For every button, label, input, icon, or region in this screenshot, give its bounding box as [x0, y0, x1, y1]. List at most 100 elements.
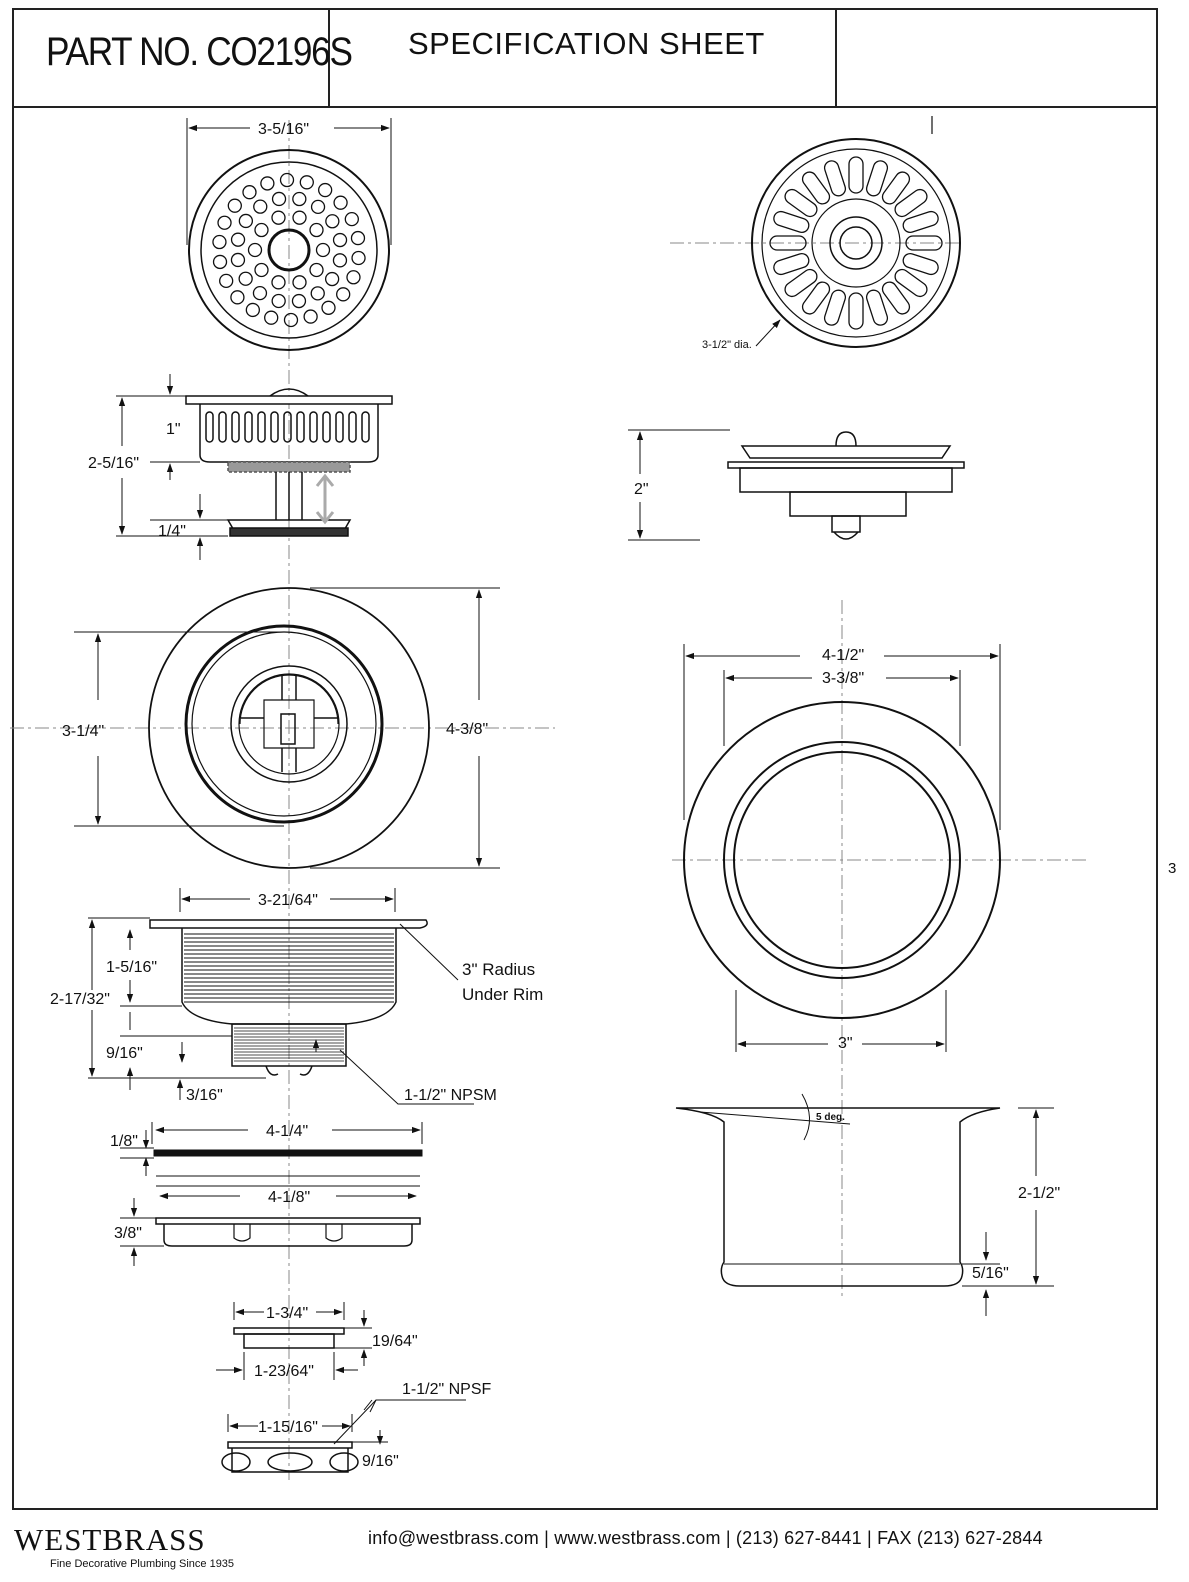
strainer-hole — [309, 262, 324, 278]
basket-slot — [270, 411, 279, 443]
nut-side-view — [216, 1302, 372, 1380]
strainer-hole — [247, 242, 263, 258]
part-number: PART NO. CO2196S — [46, 30, 353, 74]
strainer-hole — [238, 271, 253, 286]
dim-label: 3" — [838, 1035, 853, 1052]
brand-logo: WESTBRASS — [14, 1522, 206, 1557]
strainer-hole — [279, 172, 295, 188]
strainer-hole — [271, 293, 286, 309]
stopper-rib — [902, 252, 939, 276]
strainer-hole — [333, 195, 348, 210]
stopper-side-view — [727, 431, 965, 540]
center-lines — [10, 120, 1088, 1480]
strainer-hole — [303, 309, 318, 324]
strainer-hole — [252, 285, 268, 301]
strainer-hole — [271, 275, 286, 290]
basket-slot — [309, 411, 318, 443]
sheet-frame — [12, 8, 1158, 1510]
dim-label: 1-23/64" — [254, 1363, 314, 1380]
note-npsf: 1-1/2" NPSF — [402, 1381, 491, 1398]
stopper-rib — [823, 160, 847, 197]
dim-sleeve — [962, 1107, 1054, 1316]
strainer-hole — [271, 191, 287, 207]
dim-top-strainer-width: 3-5/16" — [186, 118, 392, 245]
flange-right-top-view — [683, 701, 1001, 1019]
strainer-hole — [242, 185, 257, 200]
strainer-hole — [212, 254, 228, 270]
sleeve-side-view — [675, 1093, 1001, 1287]
dim-label: 1-3/4" — [266, 1305, 308, 1322]
strainer-hole — [321, 300, 336, 315]
part-number-cell: PART NO. CO2196S — [12, 8, 353, 106]
strainer-hole — [344, 211, 359, 227]
page-number: 3 — [1168, 860, 1177, 877]
stopper-rib — [894, 268, 928, 298]
strainer-hole — [336, 287, 351, 302]
dim-label: 3-5/16" — [258, 121, 309, 138]
basket-slot — [257, 411, 266, 443]
dim-label: 2-5/16" — [88, 455, 139, 472]
stopper-rib — [905, 235, 943, 251]
dim-flange-left — [74, 587, 500, 869]
strainer-basket-side-view — [185, 388, 393, 537]
dim-label: 2-1/2" — [1018, 1185, 1060, 1202]
strainer-hole — [324, 271, 340, 287]
stopper-rib — [865, 160, 889, 197]
strainer-hole — [351, 250, 366, 266]
strainer-hole — [227, 198, 242, 213]
dim-label: 1-15/16" — [258, 1419, 318, 1436]
basket-slot — [205, 411, 214, 443]
coupling-side-view — [221, 1399, 466, 1473]
strainer-hole — [332, 253, 348, 268]
strainer-hole — [350, 230, 366, 246]
sheet-title: SPECIFICATION SHEET — [408, 26, 765, 61]
dim-label: 4-1/2" — [822, 647, 864, 664]
dim-label: 9/16" — [106, 1045, 143, 1062]
strainer-hole — [346, 270, 361, 285]
footer: WESTBRASS Fine Decorative Plumbing Since… — [0, 1514, 1189, 1582]
dim-label: 2-17/32" — [50, 991, 110, 1008]
dim-label: 9/16" — [362, 1453, 399, 1470]
stopper-rib — [773, 210, 810, 234]
title-cell: SPECIFICATION SHEET — [330, 8, 837, 106]
flange-top-view — [148, 587, 430, 869]
strainer-hole — [318, 182, 333, 198]
brand-tagline: Fine Decorative Plumbing Since 1935 — [50, 1558, 235, 1570]
dim-label: 3/8" — [114, 1225, 142, 1242]
strainer-hole — [299, 175, 314, 190]
strainer-hole — [245, 302, 260, 318]
stopper-rib — [823, 289, 847, 326]
dim-label: 3-3/8" — [822, 670, 864, 687]
dim-label: 5/16" — [972, 1265, 1009, 1282]
dim-label: 4-1/8" — [268, 1189, 310, 1206]
strainer-hole — [315, 242, 331, 258]
strainer-hole — [292, 191, 307, 207]
dim-label: 1" — [166, 421, 181, 438]
basket-slot — [296, 411, 305, 443]
strainer-hole — [254, 222, 269, 238]
stopper-rib — [894, 188, 928, 218]
stopper-rib — [769, 235, 807, 251]
dim-label: 5 deg. — [816, 1112, 845, 1123]
strainer-hole — [292, 275, 307, 290]
strainer-hole — [332, 232, 348, 248]
body-side-view — [149, 919, 428, 1076]
basket-slot — [335, 411, 344, 443]
dim-label: 4-3/8" — [446, 721, 488, 738]
basket-slot — [322, 411, 331, 443]
dim-label: 3-1/2" dia. — [702, 339, 752, 351]
basket-slot — [348, 411, 357, 443]
stopper-rib — [848, 292, 864, 330]
strainer-hole — [230, 232, 246, 247]
stopper-top-view — [751, 116, 961, 348]
strainer-hole — [260, 176, 275, 191]
strainer-hole — [309, 222, 324, 238]
stopper-rib — [848, 156, 864, 194]
strainer-hole — [310, 286, 325, 301]
stopper-rib — [784, 268, 818, 298]
basket-slot — [244, 411, 253, 443]
stopper-rib — [881, 171, 911, 205]
stopper-rib — [865, 289, 889, 326]
dim-label: 2" — [634, 481, 649, 498]
strainer-hole — [230, 252, 246, 268]
